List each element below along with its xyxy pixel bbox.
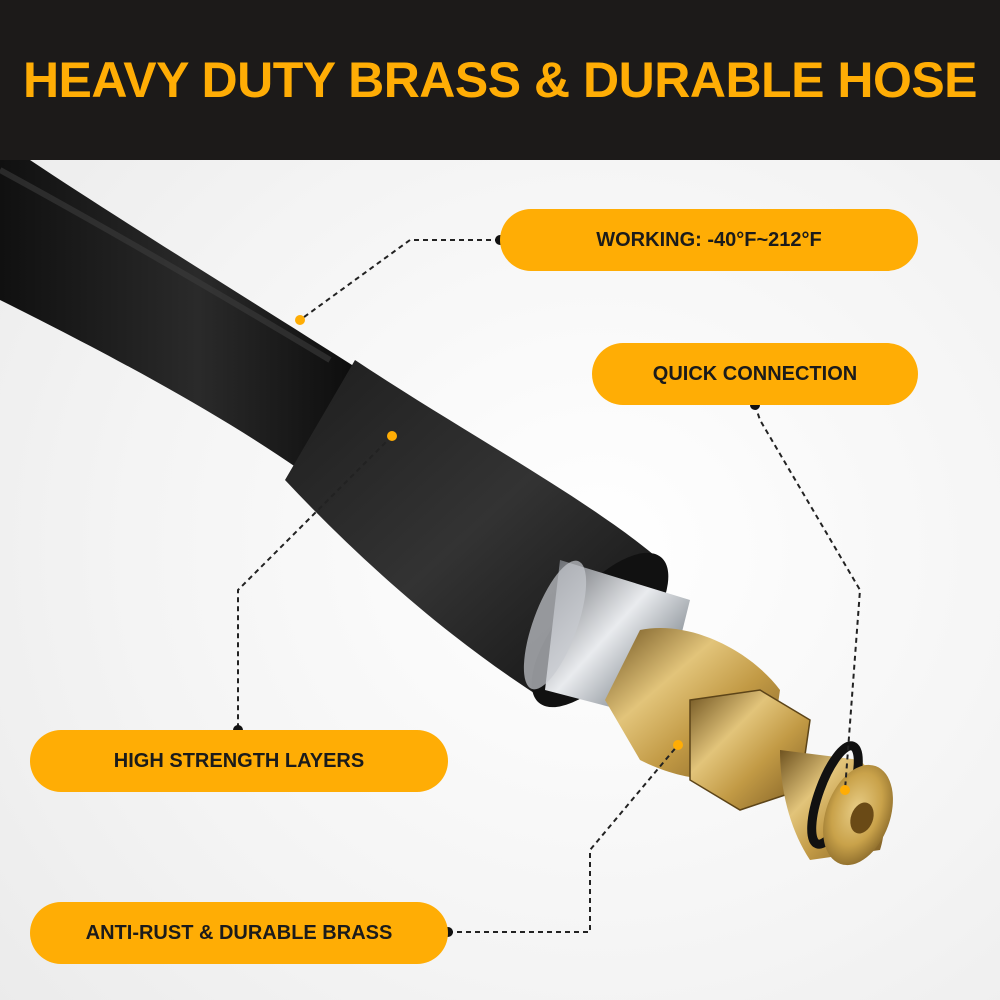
callout-label: ANTI-RUST & DURABLE BRASS <box>85 921 393 944</box>
callout-working-temperature: WORKING: -40°F~212°F <box>500 209 918 271</box>
header-bar: HEAVY DUTY BRASS & DURABLE HOSE <box>0 0 1000 160</box>
callout-label: QUICK CONNECTION <box>652 362 858 385</box>
callout-label: HIGH STRENGTH LAYERS <box>113 749 365 772</box>
callout-quick-connection: QUICK CONNECTION <box>592 343 918 405</box>
callout-high-strength-layers: HIGH STRENGTH LAYERS <box>30 730 448 792</box>
banner-title: HEAVY DUTY BRASS & DURABLE HOSE <box>22 52 978 108</box>
hose-body <box>0 160 360 470</box>
callout-label: WORKING: -40°F~212°F <box>596 228 822 251</box>
hose-illustration <box>0 160 893 866</box>
callout-anti-rust-brass: ANTI-RUST & DURABLE BRASS <box>30 902 448 964</box>
